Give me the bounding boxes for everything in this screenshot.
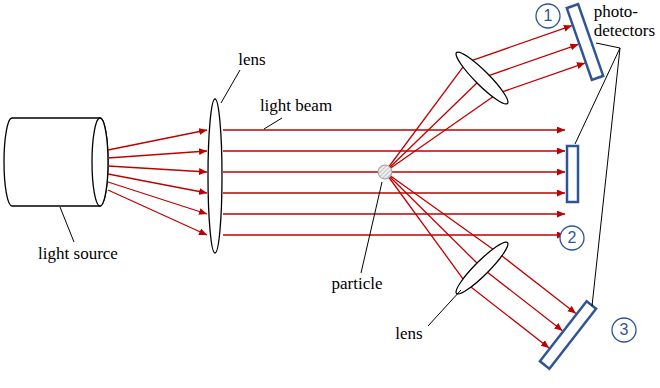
beam-ray <box>223 192 565 193</box>
leader-line <box>575 48 620 144</box>
focused-ray <box>485 270 562 330</box>
focused-ray <box>501 63 585 92</box>
beam-ray <box>223 234 565 235</box>
leader-line <box>596 43 620 48</box>
component-label: lens <box>238 51 265 70</box>
collecting-lens <box>452 48 513 109</box>
scattered-ray <box>385 94 498 172</box>
beam-ray <box>223 171 565 172</box>
scattered-ray <box>385 62 466 172</box>
component-label: light beam <box>260 97 332 116</box>
light-rays <box>108 26 585 348</box>
callout-number: 3 <box>620 321 629 339</box>
callout-circle <box>560 226 584 250</box>
particle-symbol <box>378 165 392 179</box>
callout-number: 2 <box>568 229 577 247</box>
component-label: lens <box>395 325 422 344</box>
focused-ray <box>470 286 549 348</box>
leader-line <box>361 182 382 273</box>
source-ray <box>108 174 207 193</box>
leader-line <box>264 118 282 129</box>
callout-circle <box>536 4 560 28</box>
scattered-ray <box>385 172 482 268</box>
beam-ray <box>223 129 565 130</box>
source-ray <box>108 130 207 150</box>
focused-ray <box>470 26 572 62</box>
leader-line <box>221 70 240 103</box>
cylinder-body <box>4 118 108 206</box>
source-ray <box>108 166 207 172</box>
light-source-symbol <box>4 118 108 206</box>
focused-ray <box>501 255 576 314</box>
particle-hatching <box>378 165 392 179</box>
beam-ray <box>223 213 565 214</box>
collecting-lens <box>452 238 513 299</box>
scattered-ray <box>385 172 498 252</box>
leader-line <box>60 207 74 242</box>
source-ray <box>108 182 207 214</box>
leader-line <box>592 48 620 306</box>
cylinder-face <box>92 118 108 206</box>
leader-line <box>428 290 461 326</box>
photodetector <box>540 301 596 368</box>
callout-circle <box>612 318 636 342</box>
source-ray <box>108 151 207 158</box>
component-label: photo- detectors <box>594 3 655 40</box>
photodetector <box>567 146 578 202</box>
scattered-ray <box>385 172 466 284</box>
component-label: particle <box>332 275 383 294</box>
scattered-ray <box>385 78 482 172</box>
beam-ray <box>223 150 565 151</box>
component-label: light source <box>38 245 118 264</box>
collimating-lens <box>208 99 222 253</box>
callout-number: 1 <box>544 7 553 25</box>
focused-ray <box>486 44 579 76</box>
source-ray <box>108 190 207 235</box>
